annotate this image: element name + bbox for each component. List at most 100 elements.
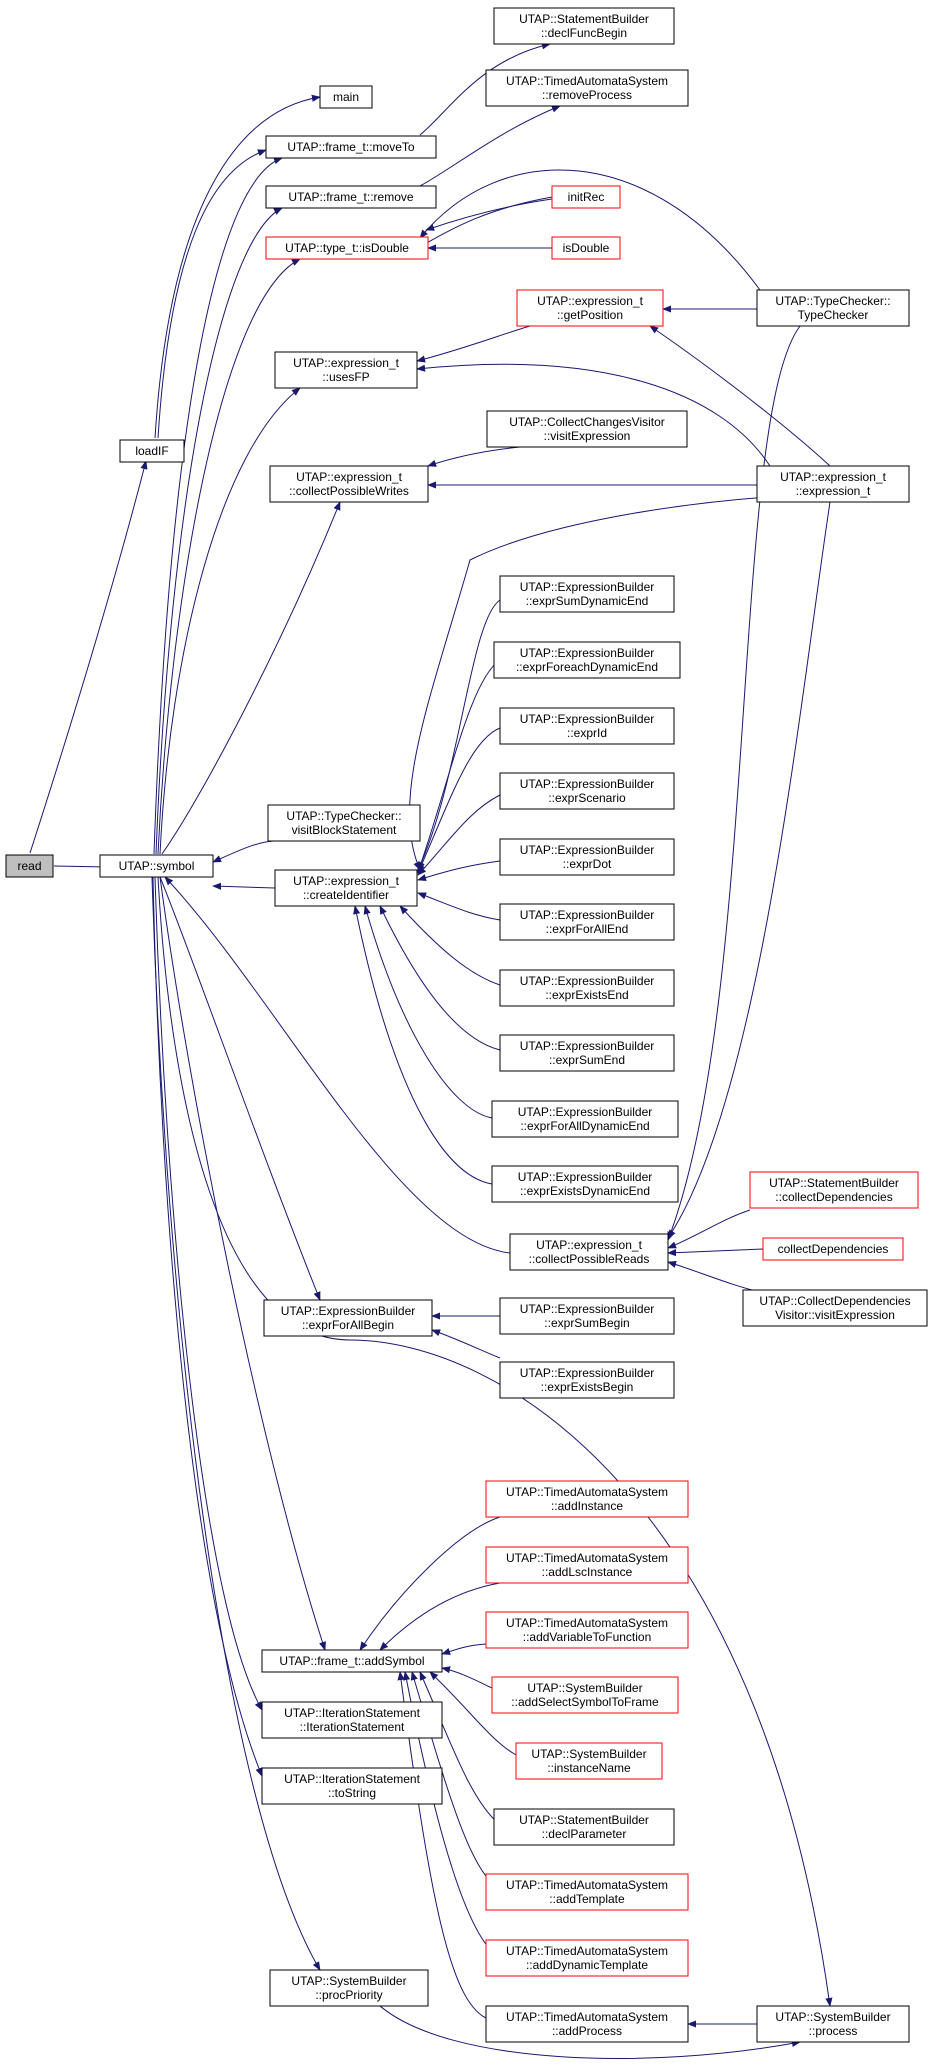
node-exprForAllDynamicEnd[interactable]: UTAP::ExpressionBuilder::exprForAllDynam… [491,1100,679,1138]
node-addDynamicTemplate[interactable]: UTAP::TimedAutomataSystem::addDynamicTem… [485,1939,689,1977]
node-label: UTAP::ExpressionBuilder [520,580,655,594]
node-addVariableToFunction[interactable]: UTAP::TimedAutomataSystem::addVariableTo… [485,1611,689,1649]
node-sbCollectDependencies[interactable]: UTAP::StatementBuilder::collectDependenc… [749,1171,919,1209]
node-label: UTAP::ExpressionBuilder [520,1039,655,1053]
node-label: ::exprExistsEnd [545,988,628,1002]
node-label: ::createIdentifier [303,888,389,902]
node-box [274,351,418,389]
node-label: UTAP::TimedAutomataSystem [506,1551,668,1565]
node-box [499,838,675,876]
node-remove[interactable]: UTAP::frame_t::remove [265,185,437,209]
node-collectPossibleReads[interactable]: UTAP::expression_t::collectPossibleReads [509,1233,669,1271]
node-label: UTAP::CollectDependencies [759,1294,910,1308]
node-box [762,1237,904,1261]
node-box [119,439,185,463]
node-label: UTAP::ExpressionBuilder [281,1304,416,1318]
node-label: UTAP::expression_t [293,874,399,888]
node-exprScenario[interactable]: UTAP::ExpressionBuilder::exprScenario [499,772,675,810]
edge-collectPossibleReads-to-collectDepVisitor [667,1260,761,1293]
node-box [486,410,688,448]
node-label: UTAP::TimedAutomataSystem [506,1616,668,1630]
node-box [551,185,621,209]
node-box [499,1361,675,1399]
node-label: ::usesFP [322,370,369,384]
node-main[interactable]: main [319,85,373,109]
edge-symbol-to-visitBlockStatement [212,840,281,863]
node-collectPossibleWrites[interactable]: UTAP::expression_t::collectPossibleWrite… [269,465,429,503]
edge-remove-to-removeProcess [419,105,561,187]
node-label: ::exprDot [563,857,612,871]
node-label: ::addInstance [551,1499,623,1513]
node-sbProcess[interactable]: UTAP::SystemBuilder::process [756,2005,910,2043]
node-label: Visitor::visitExpression [775,1308,895,1322]
node-exprSumEnd[interactable]: UTAP::ExpressionBuilder::exprSumEnd [499,1034,675,1072]
node-symbol[interactable]: UTAP::symbol [99,854,214,878]
node-label: ::instanceName [547,1761,631,1775]
node-label: UTAP::StatementBuilder [519,12,649,26]
node-declParameter[interactable]: UTAP::StatementBuilder::declParameter [493,1808,675,1846]
node-box [485,69,689,107]
edge-addSymbol-to-addInstance [359,1516,501,1651]
node-getPosition[interactable]: UTAP::expression_t::getPosition [516,289,664,327]
edge-addSymbol-to-addSelectSymbolToFrame [441,1666,493,1689]
node-box [485,1873,689,1911]
edge-loadIF-to-moveTo [157,149,267,439]
node-procPriority[interactable]: UTAP::SystemBuilder::procPriority [269,1969,429,2007]
node-usesFP[interactable]: UTAP::expression_t::usesFP [274,351,418,389]
node-box [265,185,437,209]
node-exprForeachDynamicEnd[interactable]: UTAP::ExpressionBuilder::exprForeachDyna… [493,641,681,679]
node-label: UTAP::SystemBuilder [291,1974,406,1988]
node-removeProcess[interactable]: UTAP::TimedAutomataSystem::removeProcess [485,69,689,107]
node-exprSumBegin[interactable]: UTAP::ExpressionBuilder::exprSumBegin [499,1297,675,1335]
node-label: UTAP::TimedAutomataSystem [506,1485,668,1499]
node-label: ::collectPossibleReads [529,1252,650,1266]
node-exprExistsBegin[interactable]: UTAP::ExpressionBuilder::exprExistsBegin [499,1361,675,1399]
node-box [499,707,675,745]
node-loadIF[interactable]: loadIF [119,439,185,463]
node-label: UTAP::SystemBuilder [775,2010,890,2024]
node-collectDependencies[interactable]: collectDependencies [762,1237,904,1261]
node-visitBlockStatement[interactable]: UTAP::TypeChecker::visitBlockStatement [267,804,421,842]
node-typeChecker[interactable]: UTAP::TypeChecker::TypeChecker [756,289,910,327]
node-label: ::visitExpression [544,429,631,443]
edge-createIdentifier-to-exprExistsEnd [399,905,501,986]
node-exprId[interactable]: UTAP::ExpressionBuilder::exprId [499,707,675,745]
node-addLscInstance[interactable]: UTAP::TimedAutomataSystem::addLscInstanc… [485,1546,689,1584]
node-addSelectSymbolToFrame[interactable]: UTAP::SystemBuilder::addSelectSymbolToFr… [491,1676,679,1714]
node-declFuncBegin[interactable]: UTAP::StatementBuilder::declFuncBegin [493,7,675,45]
node-exprSumDynamicEnd[interactable]: UTAP::ExpressionBuilder::exprSumDynamicE… [499,575,675,613]
node-label: ::declParameter [542,1827,627,1841]
node-label: UTAP::frame_t::remove [288,190,413,204]
node-exprForAllBegin[interactable]: UTAP::ExpressionBuilder::exprForAllBegin [263,1299,433,1337]
node-exprDot[interactable]: UTAP::ExpressionBuilder::exprDot [499,838,675,876]
node-exprCtor[interactable]: UTAP::expression_t::expression_t [756,465,910,503]
node-addProcess[interactable]: UTAP::TimedAutomataSystem::addProcess [485,2005,689,2043]
edge-createIdentifier-to-exprCtor [409,494,801,871]
node-isDoubleType[interactable]: UTAP::type_t::isDouble [265,236,429,260]
node-exprExistsDynamicEnd[interactable]: UTAP::ExpressionBuilder::exprExistsDynam… [491,1165,679,1203]
node-iterToString[interactable]: UTAP::IterationStatement::toString [261,1767,443,1805]
node-moveTo[interactable]: UTAP::frame_t::moveTo [265,135,437,159]
node-iterationStatement[interactable]: UTAP::IterationStatement::IterationState… [261,1701,443,1739]
node-instanceName[interactable]: UTAP::SystemBuilder::instanceName [515,1742,663,1780]
node-exprExistsEnd[interactable]: UTAP::ExpressionBuilder::exprExistsEnd [499,969,675,1007]
node-addInstance[interactable]: UTAP::TimedAutomataSystem::addInstance [485,1480,689,1518]
edge-symbol-to-exprForAllBegin [159,876,321,1301]
edge-createIdentifier-to-exprForeachDynamicEnd [417,659,501,873]
node-addTemplate[interactable]: UTAP::TimedAutomataSystem::addTemplate [485,1873,689,1911]
edge-loadIF-to-main [154,94,321,439]
node-collectDepVisitor[interactable]: UTAP::CollectDependenciesVisitor::visitE… [742,1289,928,1327]
node-box [261,1767,443,1805]
node-label: UTAP::type_t::isDouble [285,241,409,255]
node-isDouble[interactable]: isDouble [551,236,621,260]
node-initRec[interactable]: initRec [551,185,621,209]
node-box [265,135,437,159]
node-box [756,2005,910,2043]
node-label: UTAP::IterationStatement [284,1772,421,1786]
node-exprForAllEnd[interactable]: UTAP::ExpressionBuilder::exprForAllEnd [499,903,675,941]
node-collectChangesVisitor[interactable]: UTAP::CollectChangesVisitor::visitExpres… [486,410,688,448]
node-addSymbol[interactable]: UTAP::frame_t::addSymbol [261,1649,443,1673]
node-label: ::procPriority [315,1988,382,2002]
node-createIdentifier[interactable]: UTAP::expression_t::createIdentifier [274,869,418,907]
